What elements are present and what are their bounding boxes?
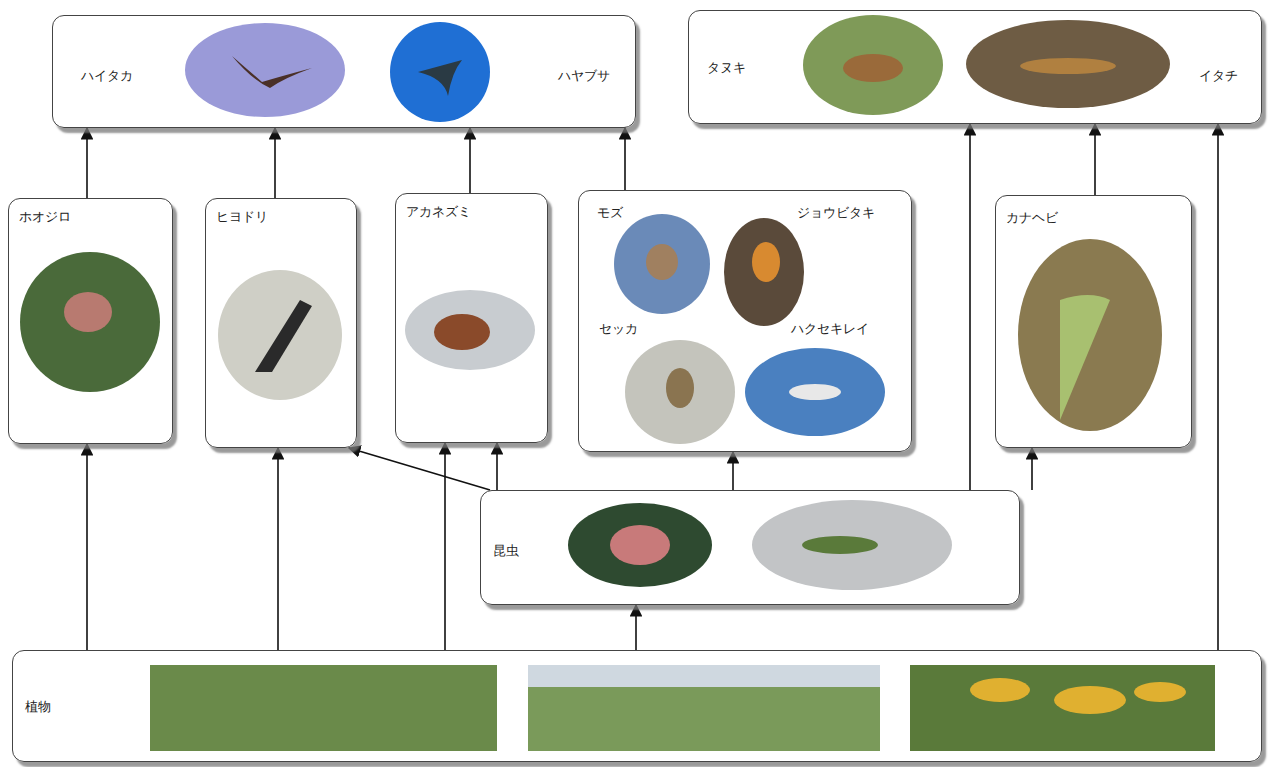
flower-patch — [970, 678, 1030, 702]
plant-box: 植物 — [12, 650, 1262, 762]
lizard-box: カナヘビ — [995, 195, 1192, 448]
flower-patch — [1054, 686, 1126, 714]
node-label: イタチ — [1199, 68, 1238, 84]
tanuki-photo — [803, 15, 943, 115]
food-arrow — [86, 444, 88, 650]
bunting-photo — [20, 252, 160, 392]
songbird-box: モズ ジョウビタキセッカ ハクセキレイ — [578, 190, 912, 452]
cisticola-photo — [625, 340, 735, 444]
sky-band — [528, 665, 880, 687]
bunting-box: ホオジロ — [8, 198, 173, 444]
bird-silhouette — [666, 368, 694, 408]
goldenrod-photo — [910, 665, 1215, 751]
food-arrow — [444, 443, 446, 650]
lizard-photo — [1018, 239, 1162, 431]
node-label: ホオジロ — [19, 209, 71, 225]
node-label: 昆虫 — [493, 543, 519, 559]
bulbul-box: ヒヨドリ — [205, 198, 357, 448]
food-arrow — [624, 128, 626, 190]
mouse-photo — [405, 290, 535, 370]
food-arrow — [469, 128, 471, 193]
bird-silhouette — [646, 244, 678, 280]
food-arrow — [86, 128, 88, 198]
flower-patch — [1134, 682, 1186, 702]
bird-silhouette — [64, 292, 112, 332]
food-arrow — [1217, 124, 1219, 650]
food-arrow — [274, 128, 276, 198]
butterfly-photo — [568, 503, 712, 587]
node-label: ジョウビタキ — [797, 205, 875, 221]
bird-silhouette — [752, 242, 780, 282]
food-arrow — [1094, 124, 1096, 195]
raptor-box: ハイタカ ハヤブサ — [52, 15, 636, 128]
grasshopper-photo — [752, 500, 952, 590]
bird-silhouette — [418, 60, 462, 96]
node-label: アカネズミ — [406, 204, 471, 220]
weasel-photo — [966, 20, 1170, 108]
insect-silhouette — [610, 525, 670, 565]
hawk-photo — [185, 23, 345, 117]
node-label: タヌキ — [707, 60, 746, 76]
food-arrow — [496, 443, 498, 490]
field-photo — [528, 665, 880, 751]
node-label: ハクセキレイ — [791, 321, 869, 337]
bulbul-photo — [218, 270, 342, 400]
grass-photo — [150, 665, 497, 751]
food-arrow — [635, 605, 637, 650]
node-label: カナヘビ — [1006, 210, 1058, 226]
food-arrow — [732, 452, 734, 490]
bird-silhouette — [789, 384, 841, 400]
node-label: 植物 — [25, 699, 51, 715]
node-label: ハイタカ — [81, 68, 133, 84]
node-label: ヒヨドリ — [216, 209, 268, 225]
node-label: セッカ — [599, 321, 638, 337]
food-arrow — [349, 448, 490, 490]
food-arrow — [1031, 448, 1033, 490]
animal-silhouette — [843, 54, 903, 82]
food-arrow — [277, 448, 279, 650]
node-label: モズ — [597, 205, 623, 221]
insect-box: 昆虫 — [480, 490, 1020, 605]
mouse-box: アカネズミ — [395, 193, 548, 443]
node-label: ハヤブサ — [558, 68, 610, 84]
falcon-photo — [390, 22, 490, 122]
animal-silhouette — [434, 314, 490, 350]
food-arrow — [969, 124, 971, 490]
lizard-silhouette — [1060, 295, 1110, 420]
bird-silhouette — [232, 56, 312, 88]
redstart-photo — [724, 218, 804, 326]
shrike-photo — [614, 214, 710, 314]
animal-silhouette — [1020, 58, 1116, 74]
bird-silhouette — [255, 300, 312, 372]
mammal-box: タヌキイタチ — [688, 10, 1262, 124]
wagtail-photo — [745, 348, 885, 436]
insect-silhouette — [802, 536, 878, 554]
